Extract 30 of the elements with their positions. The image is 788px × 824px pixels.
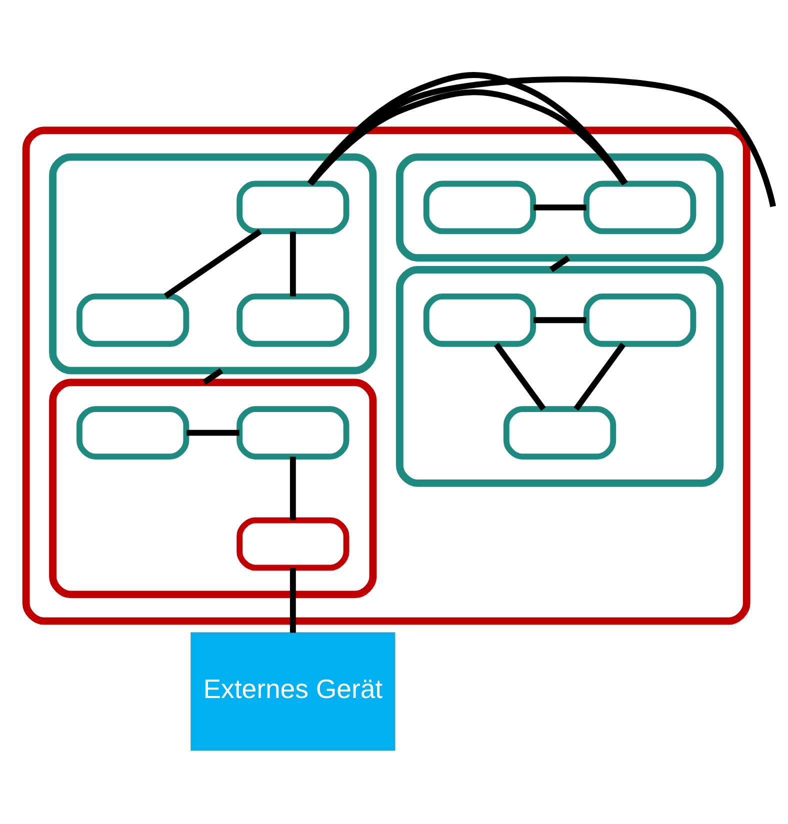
cluster (396, 266, 724, 486)
cluster (49, 152, 377, 374)
node-box (76, 292, 190, 346)
connector (186, 429, 240, 436)
node-box (236, 516, 350, 570)
node-box (236, 292, 350, 346)
node-box (423, 292, 536, 346)
connector (307, 72, 628, 185)
node-box (423, 180, 536, 234)
node-box (236, 180, 350, 234)
connector (574, 342, 626, 410)
connector (290, 231, 296, 296)
node-box (584, 180, 696, 234)
connector (202, 368, 224, 384)
connector (290, 456, 296, 520)
cluster (49, 378, 377, 598)
connector (164, 228, 262, 298)
node-box: Externes Gerät (190, 632, 396, 750)
cluster (22, 126, 750, 624)
connector (534, 316, 586, 323)
connector (549, 254, 570, 272)
node-box (236, 406, 350, 459)
connector (494, 342, 546, 410)
node-box (76, 406, 190, 459)
connector (534, 204, 586, 210)
cluster (396, 152, 724, 262)
node-box (584, 292, 696, 346)
connector (290, 568, 296, 632)
connector (308, 76, 776, 207)
node-box (503, 406, 616, 459)
